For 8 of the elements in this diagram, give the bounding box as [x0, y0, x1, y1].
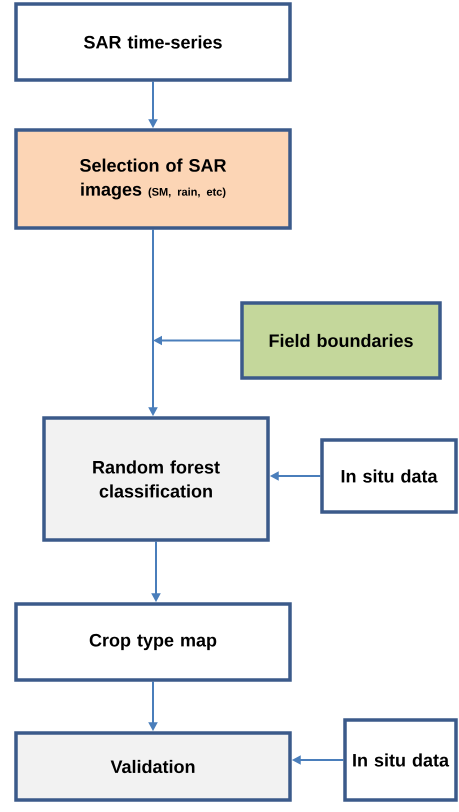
- process-box: Selection of SAR images (SM, rain, etc): [14, 128, 292, 230]
- process-box: Crop type map: [14, 602, 292, 682]
- process-box: Validation: [14, 731, 292, 802]
- input-box: In situ data: [343, 718, 458, 802]
- process-box: SAR time-series: [14, 2, 292, 82]
- input-box: Field boundaries: [240, 301, 442, 380]
- input-box: In situ data: [320, 438, 458, 514]
- process-box: Random forest classification: [42, 416, 270, 542]
